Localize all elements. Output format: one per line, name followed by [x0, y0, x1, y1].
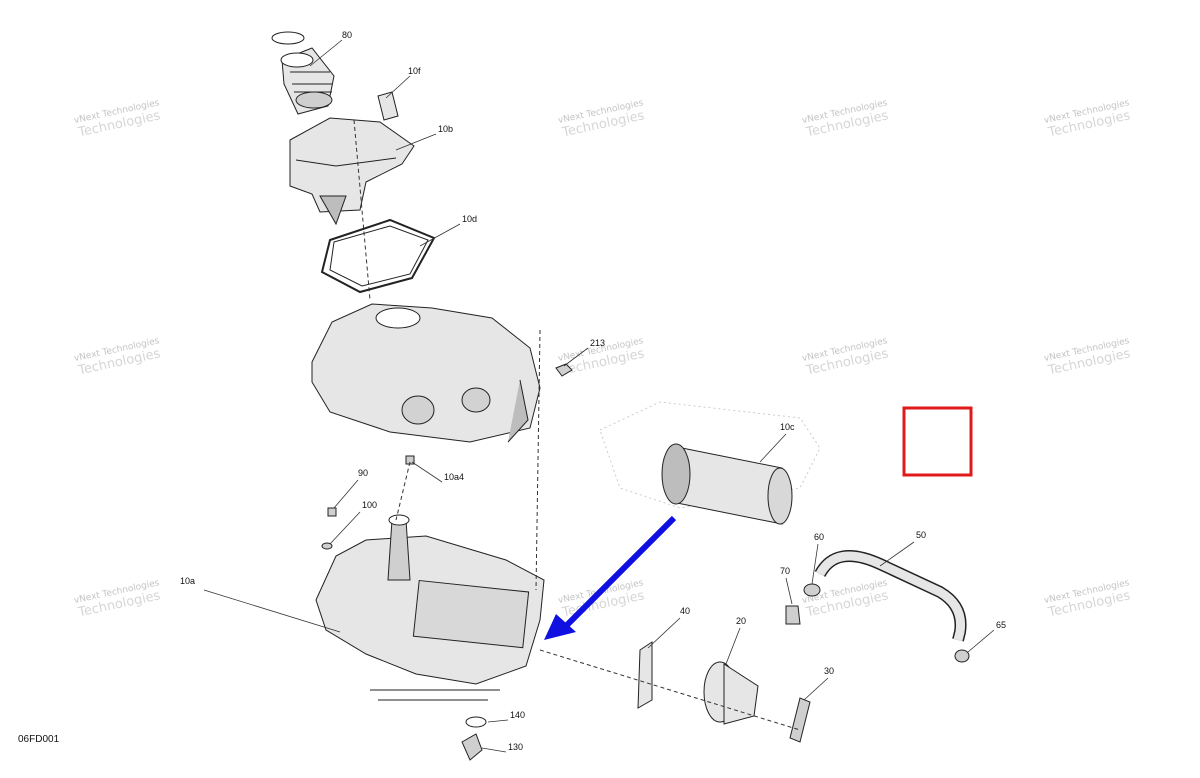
- part-10d-seal: [320, 218, 436, 294]
- part-30-grille: [789, 697, 811, 743]
- callout-40: 40: [680, 606, 690, 616]
- callout-60: 60: [814, 532, 824, 542]
- leader-50: [879, 541, 915, 567]
- leader-100: [329, 511, 361, 545]
- callout-70: 70: [780, 566, 790, 576]
- callout-65: 65: [996, 620, 1006, 630]
- callout-10c: 10c: [780, 422, 795, 432]
- leader-10a4: [411, 461, 443, 483]
- part-20-boot: [703, 661, 759, 725]
- leader-90: [333, 479, 359, 509]
- part-130-drain-valve: [461, 733, 483, 761]
- callout-100: 100: [362, 500, 377, 510]
- callout-50: 50: [916, 530, 926, 540]
- leader-80: [309, 39, 343, 67]
- assembly-lines: [353, 119, 801, 731]
- part-80-intake-tube: [271, 31, 335, 115]
- part-70-fitting: [785, 605, 801, 625]
- highlight-arrow: [544, 515, 677, 640]
- callout-130: 130: [508, 742, 523, 752]
- leader-213: [563, 347, 589, 367]
- part-50-hose: [814, 550, 967, 642]
- leader-40: [647, 617, 681, 649]
- callout-90: 90: [358, 468, 368, 478]
- drawing-code: 06FD001: [18, 734, 60, 745]
- part-10f-clip: [377, 91, 399, 121]
- leader-10c: [759, 433, 787, 463]
- leader-10a: [203, 589, 341, 633]
- filter-ghost-outline: [599, 401, 821, 509]
- callout-10f: 10f: [408, 66, 421, 76]
- leader-10d: [419, 223, 461, 247]
- callout-140: 140: [510, 710, 525, 720]
- callout-20: 20: [736, 616, 746, 626]
- callout-10b: 10b: [438, 124, 453, 134]
- part-100-washer: [321, 542, 333, 550]
- leader-10f: [385, 75, 411, 99]
- part-60-clamp: [803, 583, 821, 597]
- leader-130: [481, 747, 507, 753]
- part-65-clamp: [954, 649, 970, 663]
- leader-70: [785, 577, 793, 605]
- leader-60: [811, 543, 819, 585]
- leader-30: [803, 677, 829, 701]
- leader-10b: [395, 133, 437, 151]
- leader-lines: [203, 39, 995, 753]
- callout-213: 213: [590, 338, 605, 348]
- callout-30: 30: [824, 666, 834, 676]
- airbox-upper-body: [311, 303, 541, 443]
- callout-10a4: 10a4: [444, 472, 464, 482]
- callout-80: 80: [342, 30, 352, 40]
- leader-65: [967, 629, 995, 653]
- highlight-box: [902, 406, 973, 477]
- callout-labels: 80 10f 10b 10d 213 10c 90 10a4 100 10a 60 50 70 40 20 6…: [180, 30, 1006, 752]
- part-10a-airbox-lower: [315, 514, 545, 701]
- part-140-clamp: [465, 716, 487, 728]
- callout-10d: 10d: [462, 214, 477, 224]
- callout-10a: 10a: [180, 576, 195, 586]
- leader-140: [487, 719, 509, 723]
- part-40-gasket: [637, 641, 653, 709]
- part-10c-filter: [661, 443, 793, 525]
- leader-20: [725, 627, 741, 665]
- part-213-fastener: [555, 363, 573, 377]
- part-10b-cover: [289, 117, 415, 226]
- part-90-bolt: [327, 507, 337, 517]
